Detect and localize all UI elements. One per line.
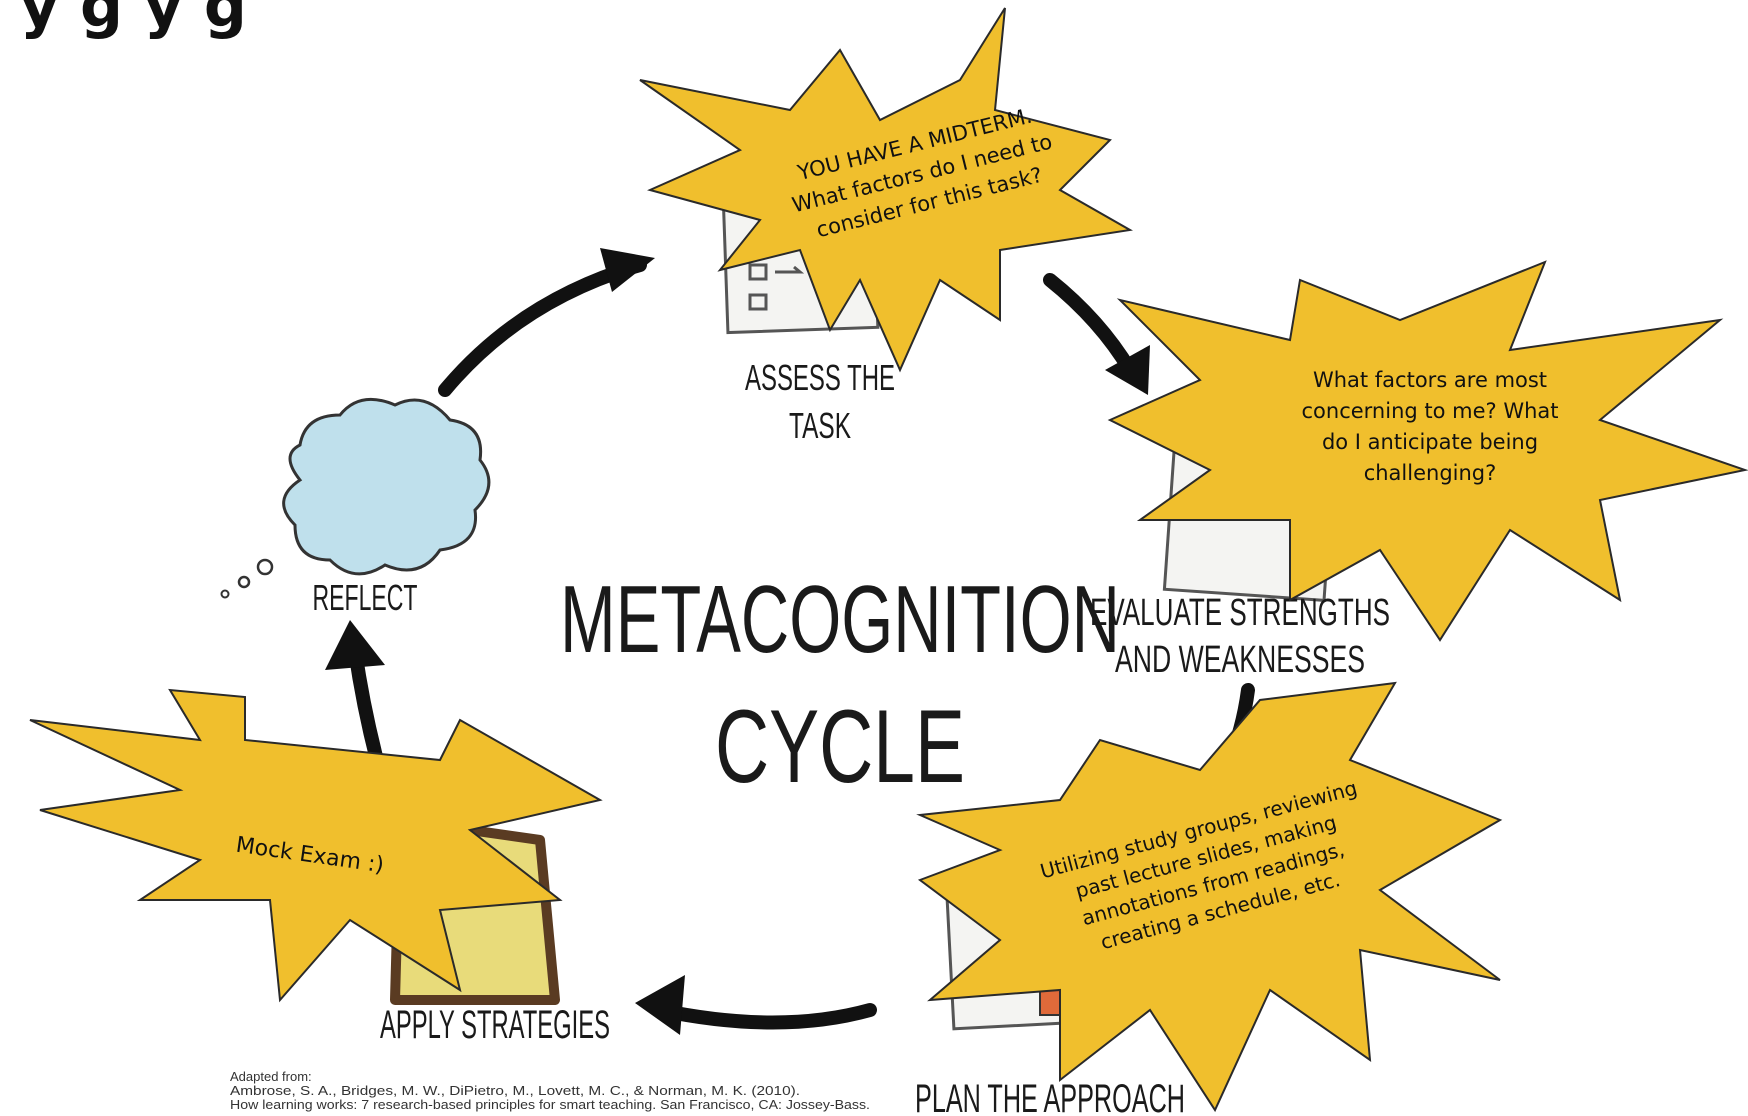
stage-evaluate-line1: EVALUATE STRENGTHS: [1090, 592, 1390, 634]
callout-assess: YOU HAVE A MIDTERM. What factors do I ne…: [639, 7, 1133, 373]
stage-evaluate-line2: AND WEAKNESSES: [1115, 639, 1365, 681]
stage-assess-line2: TASK: [789, 405, 851, 446]
callout-evaluate-line1: What factors are most: [1313, 368, 1547, 392]
starburst-shape: [639, 7, 1133, 373]
stage-apply: APPLY STRATEGIES: [380, 1003, 610, 1047]
callout-evaluate: What factors are most concerning to me? …: [1107, 260, 1748, 642]
center-title-line2: CYCLE: [715, 689, 965, 805]
arrow-plan-to-apply: [653, 1003, 877, 1030]
callout-evaluate-line2: concerning to me? What: [1301, 399, 1558, 423]
starburst-shape: [916, 681, 1503, 1113]
arrowhead-evaluate: [1105, 345, 1150, 395]
callout-apply: Mock Exam :): [29, 688, 603, 1003]
citation-line1: Adapted from:: [230, 1069, 312, 1084]
citation-line2: Ambrose, S. A., Bridges, M. W., DiPietro…: [230, 1083, 800, 1098]
arrow-assess-to-evaluate: [1043, 273, 1137, 377]
callout-plan: Utilizing study groups, reviewing past l…: [916, 681, 1503, 1113]
center-title-line1: METACOGNITION: [560, 566, 1120, 673]
slide-title-partial: y g y g: [20, 0, 247, 41]
arrowhead-assess: [600, 248, 655, 292]
thought-cloud-icon: [220, 397, 491, 599]
stage-assess-line1: ASSESS THE: [745, 357, 895, 398]
arrowhead-apply: [635, 975, 685, 1035]
checkbox-icon: [748, 263, 768, 281]
arrowhead-reflect: [325, 620, 385, 670]
callout-evaluate-line3: do I anticipate being: [1322, 430, 1538, 454]
stage-reflect: REFLECT: [313, 577, 418, 618]
citation-line3: How learning works: 7 research-based pri…: [230, 1097, 870, 1112]
starburst-shape: [1107, 260, 1748, 642]
sketch-arrow-icon: [775, 265, 805, 274]
checkbox-icon: [748, 293, 768, 311]
starburst-shape: [29, 688, 603, 1003]
stage-plan: PLAN THE APPROACH: [915, 1077, 1185, 1116]
callout-evaluate-line4: challenging?: [1364, 461, 1497, 485]
arrowheads: [325, 248, 1150, 1035]
